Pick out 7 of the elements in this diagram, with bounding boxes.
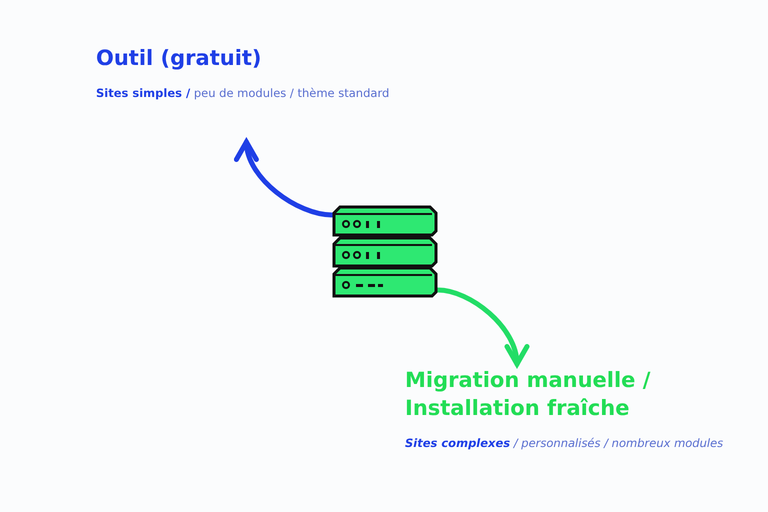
option-heading: Migration manuelle / Installation fraîche xyxy=(405,367,652,422)
option-heading: Outil (gratuit) xyxy=(96,45,263,72)
curved-arrow xyxy=(436,288,528,366)
server-icon xyxy=(332,205,438,298)
option-description: Sites complexes / personnalisés / nombreux modules xyxy=(405,436,724,450)
option-description: Sites simples / peu de modules / thème standard xyxy=(96,86,390,100)
curved-arrow xyxy=(236,140,334,218)
